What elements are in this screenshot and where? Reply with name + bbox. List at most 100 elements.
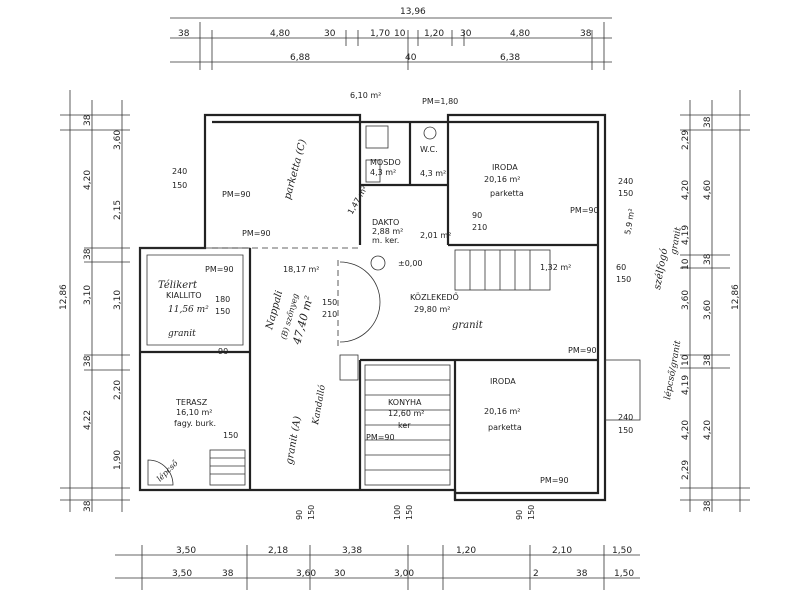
area-6-10: 6,10 m² — [350, 91, 381, 100]
window-240-a: 240 — [172, 167, 187, 176]
right-dim-row2-1: 38 — [703, 116, 713, 128]
right-dim-row2-5: 38 — [703, 354, 713, 366]
granit-kozlekedo: granit — [452, 320, 484, 331]
terasz-area: 16,10 m² — [176, 408, 212, 417]
right-dim-8: 4,20 — [681, 420, 691, 440]
level-label: ±0,00 — [398, 259, 423, 268]
window-150-b: 150 — [618, 189, 633, 198]
terasz-sub: fagy. burk. — [174, 419, 216, 428]
top-dim-4: 1,70 — [370, 29, 390, 39]
right-dim-4: 10 — [681, 258, 691, 270]
left-dim-2: 4,20 — [83, 170, 93, 190]
overall-width-label: 13,96 — [400, 7, 426, 17]
top-dim-8: 4,80 — [510, 29, 530, 39]
stairs — [209, 249, 641, 486]
konyha-sub: ker — [398, 421, 411, 430]
window-180: 180 — [215, 295, 230, 304]
bottom-dim-row2-3: 3,60 — [296, 569, 316, 579]
bottom-dimensions: 3,50 2,18 3,38 1,20 2,10 1,50 3,50 38 3,… — [115, 545, 640, 590]
szelfogo-label: szélfogó — [652, 248, 670, 291]
door-210: 210 — [322, 310, 337, 319]
left-dim-5: 38 — [83, 355, 93, 367]
door-mark-4: 150 — [223, 431, 238, 440]
left-dim-1: 38 — [83, 114, 93, 126]
pm90-2: PM=90 — [242, 229, 271, 238]
konyha-area: 12,60 m² — [388, 409, 424, 418]
right-dim-3: 4,19 — [681, 225, 691, 245]
kandallo-label: Kandalló — [310, 383, 328, 426]
area-18-17: 18,17 m² — [283, 265, 319, 274]
left-dim-row2-3: 3,10 — [113, 290, 123, 310]
right-dim-9: 2,29 — [681, 460, 691, 480]
right-dim-row2-7: 38 — [703, 500, 713, 512]
window-150-a: 150 — [172, 181, 187, 190]
szelfogo-granit: granit — [669, 226, 684, 255]
granit-telikert: granit — [168, 329, 196, 339]
area-1-32: 1,32 m² — [540, 263, 571, 272]
right-dim-row2-6: 4,20 — [703, 420, 713, 440]
kozlekedo-title: KÖZLEKEDŐ — [410, 292, 459, 302]
left-dim-4: 3,10 — [83, 285, 93, 305]
door-mark-5: 90 — [295, 510, 304, 520]
szelfogo-area: 5,9 m² — [623, 208, 636, 235]
window-150-d: 150 — [215, 307, 230, 316]
left-overall-label: 12,86 — [59, 284, 69, 310]
window-150-c: 150 — [618, 426, 633, 435]
window-240-b: 240 — [618, 177, 633, 186]
telikert-title: Télikert — [158, 280, 198, 291]
iroda1-title: IRODA — [492, 163, 518, 172]
bottom-dim-5: 2,10 — [552, 546, 572, 556]
right-dim-7: 4,19 — [681, 375, 691, 395]
mosdo-area: 4,3 m² — [370, 168, 396, 177]
top-dim-7: 30 — [460, 29, 472, 39]
bottom-dim-row2-6: 2 — [533, 569, 539, 579]
kozlekedo-area: 29,80 m² — [414, 305, 450, 314]
top-dim-3: 30 — [324, 29, 336, 39]
right-dim-1: 2,29 — [681, 130, 691, 150]
bottom-dim-6: 1,50 — [612, 546, 632, 556]
top-dim-5: 10 — [394, 29, 406, 39]
iroda2-area: 20,16 m² — [484, 407, 520, 416]
left-dim-3: 38 — [83, 248, 93, 260]
bottom-dim-row2-7: 38 — [576, 569, 588, 579]
pm90-6: PM=90 — [366, 433, 395, 442]
right-dim-2: 4,20 — [681, 180, 691, 200]
right-dim-row2-2: 4,60 — [703, 180, 713, 200]
opening-labels: 240 150 240 150 240 150 180 150 150 210 … — [172, 167, 633, 520]
interior-walls — [140, 122, 598, 500]
left-dim-row2-1: 3,60 — [113, 130, 123, 150]
pm90-4: PM=90 — [570, 206, 599, 215]
door-mark-12: 150 — [616, 275, 631, 284]
left-dim-row2-4: 2,20 — [113, 380, 123, 400]
right-dim-row2-3: 38 — [703, 253, 713, 265]
door-mark-3: 90 — [218, 347, 228, 356]
right-dim-5: 3,60 — [681, 290, 691, 310]
top-dim-9: 38 — [580, 29, 592, 39]
right-dim-row2-4: 3,60 — [703, 300, 713, 320]
top-dim-6: 1,20 — [424, 29, 444, 39]
bottom-dim-row2-2: 38 — [222, 569, 234, 579]
left-dim-row2-5: 1,90 — [113, 450, 123, 470]
pm90-5: PM=90 — [568, 346, 597, 355]
door-150: 150 — [322, 298, 337, 307]
bottom-dim-row2-1: 3,50 — [172, 569, 192, 579]
door-mark-11: 60 — [616, 263, 626, 272]
right-dim-6: 10 — [681, 354, 691, 366]
dakto-sub: m. ker. — [372, 236, 399, 245]
parketta-c-label: parketta (C) — [282, 138, 309, 201]
konyha-title: KONYHA — [388, 398, 422, 407]
door-mark-1: 90 — [472, 211, 482, 220]
granit-a-label: granit (A) — [284, 415, 303, 465]
top-dim-row2-2: 40 — [405, 53, 417, 63]
bottom-dim-1: 3,50 — [176, 546, 196, 556]
top-dim-1: 38 — [178, 29, 190, 39]
area-1-47: 1,47 m² — [346, 184, 369, 216]
top-dimensions: 13,96 38 4,80 30 1,70 10 1,20 30 4,80 38… — [170, 7, 612, 70]
dakto-area: 2,88 m² — [372, 227, 403, 236]
lepcso-label: lépcső — [155, 458, 180, 483]
iroda2-sub: parketta — [488, 423, 522, 432]
window-240-c: 240 — [618, 413, 633, 422]
bottom-dim-row2-4: 30 — [334, 569, 346, 579]
wc-area: 4,3 m² — [420, 169, 446, 178]
left-dim-7: 38 — [83, 500, 93, 512]
